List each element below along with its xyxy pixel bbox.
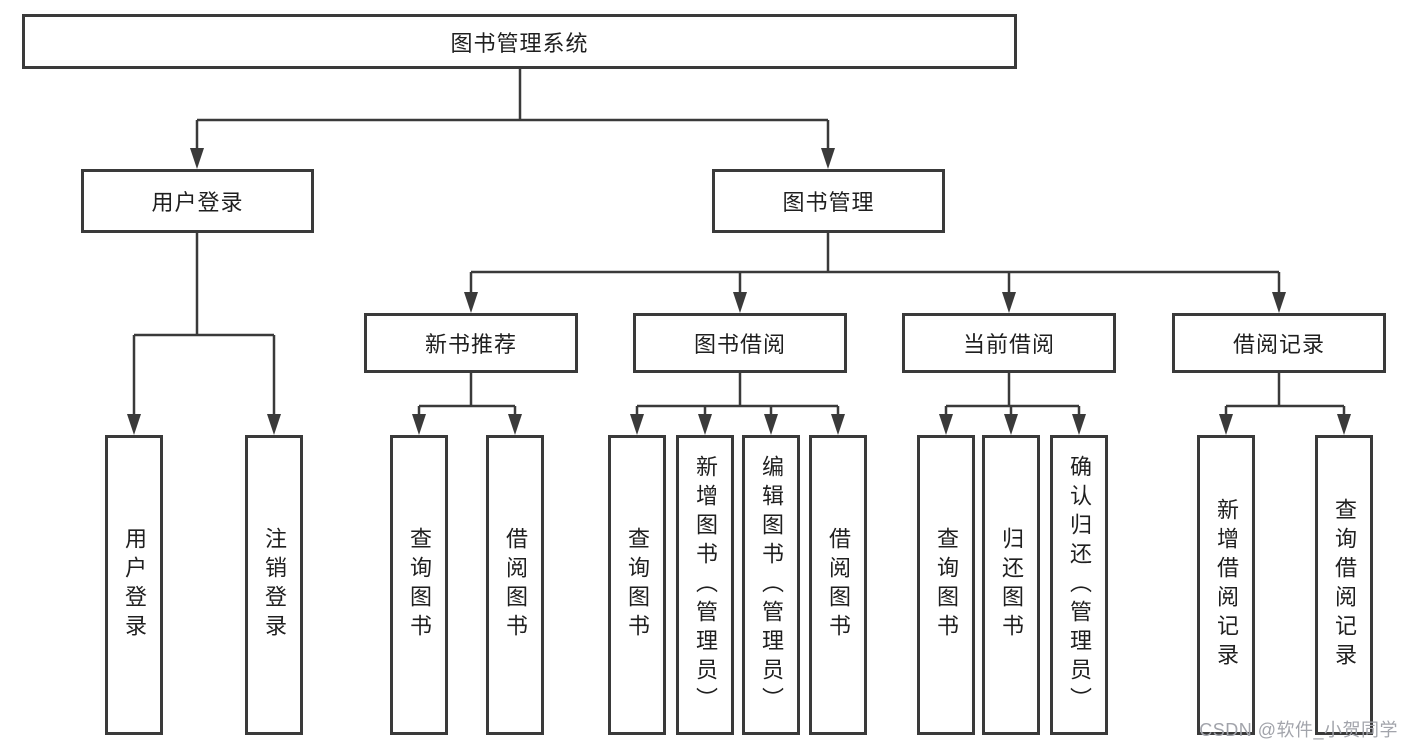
- leaf-query-books-1: 查询图书: [390, 435, 448, 735]
- leaf-label: 归还图书: [999, 527, 1024, 643]
- node-label: 图书管理系统: [450, 30, 589, 56]
- leaf-borrow-books-1: 借阅图书: [486, 435, 544, 735]
- node-label: 借阅记录: [1232, 332, 1325, 357]
- node-book-management: 图书管理: [712, 169, 945, 233]
- connector-book-borrow-children: [635, 373, 840, 417]
- leaf-return-books: 归还图书: [982, 435, 1040, 735]
- node-current-borrow: 当前借阅: [902, 313, 1116, 373]
- leaf-user-login: 用户登录: [105, 435, 163, 735]
- leaf-query-books-3: 查询图书: [917, 435, 975, 735]
- connector-root-to-level2: [195, 69, 830, 151]
- connector-borrow-records-children: [1224, 373, 1346, 417]
- leaf-label: 确认归还（管理员）: [1067, 454, 1092, 716]
- leaf-label: 借阅图书: [826, 527, 851, 643]
- leaf-label: 查询图书: [407, 527, 432, 643]
- leaf-label: 用户登录: [122, 527, 147, 643]
- leaf-label: 查询图书: [625, 527, 650, 643]
- leaf-label: 编辑图书（管理员）: [759, 454, 784, 716]
- node-label: 图书借阅: [693, 332, 786, 357]
- leaf-query-borrow-record: 查询借阅记录: [1315, 435, 1373, 735]
- leaf-label: 新增图书（管理员）: [693, 454, 718, 716]
- connector-book-mgmt-children: [469, 233, 1281, 295]
- leaf-add-borrow-record: 新增借阅记录: [1197, 435, 1255, 735]
- leaf-borrow-books-2: 借阅图书: [809, 435, 867, 735]
- node-book-borrow: 图书借阅: [633, 313, 847, 373]
- leaf-label: 借阅图书: [503, 527, 528, 643]
- node-label: 图书管理: [782, 190, 875, 215]
- leaf-label: 新增借阅记录: [1214, 498, 1239, 672]
- connector-new-book-children: [417, 373, 517, 417]
- leaf-label: 查询借阅记录: [1332, 498, 1357, 672]
- leaf-logout: 注销登录: [245, 435, 303, 735]
- connector-user-login-children: [132, 233, 276, 417]
- node-label: 当前借阅: [962, 332, 1055, 357]
- arrowheads: [127, 148, 1351, 435]
- leaf-confirm-return-admin: 确认归还（管理员）: [1050, 435, 1108, 735]
- leaf-query-books-2: 查询图书: [608, 435, 666, 735]
- leaf-label: 查询图书: [934, 527, 959, 643]
- node-borrow-records: 借阅记录: [1172, 313, 1386, 373]
- node-user-login: 用户登录: [81, 169, 314, 233]
- node-label: 用户登录: [151, 190, 244, 215]
- node-label: 新书推荐: [424, 332, 517, 357]
- csdn-watermark: CSDN @软件_小贺同学: [1199, 720, 1398, 740]
- connector-current-borrow-children: [944, 373, 1081, 417]
- node-library-management-system: 图书管理系统: [22, 14, 1017, 69]
- leaf-edit-books-admin: 编辑图书（管理员）: [742, 435, 800, 735]
- leaf-label: 注销登录: [262, 527, 287, 643]
- leaf-add-books-admin: 新增图书（管理员）: [676, 435, 734, 735]
- node-new-book-recommend: 新书推荐: [364, 313, 578, 373]
